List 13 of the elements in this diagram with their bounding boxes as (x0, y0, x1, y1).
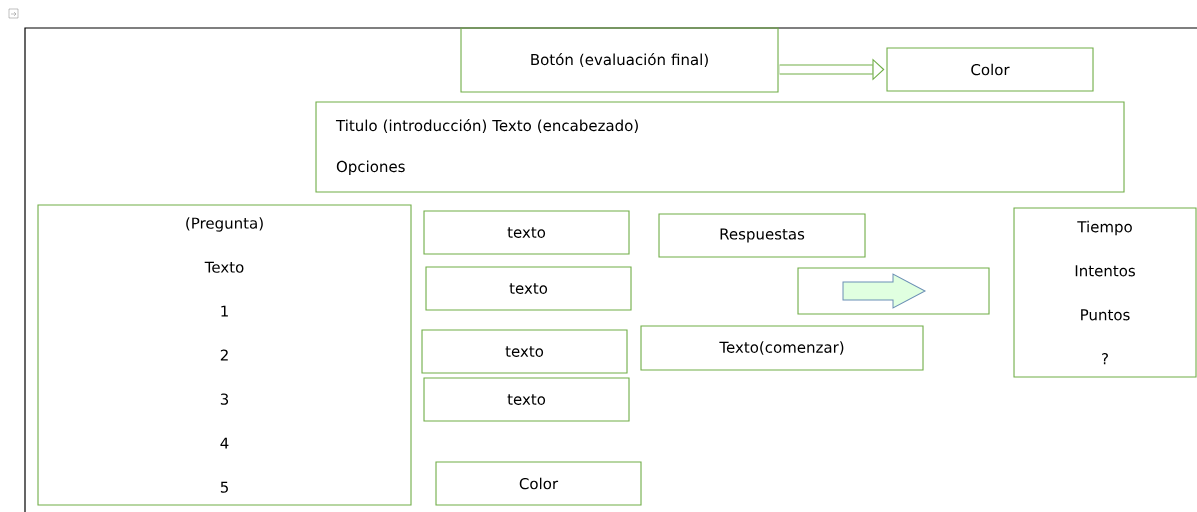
text-box: Respuestas (658, 213, 866, 258)
text-box: Botón (evaluación final) (460, 27, 779, 93)
list-box: Tiempo Intentos Puntos ? (1013, 207, 1197, 378)
text-box: texto (421, 329, 628, 374)
empty-box (797, 267, 990, 315)
text-box: texto (423, 210, 630, 255)
text-box: Color (886, 47, 1094, 92)
text-box: Texto(comenzar) (640, 325, 924, 371)
text-box: texto (423, 377, 630, 422)
list-box: (Pregunta) Texto 1 2 3 4 5 (37, 204, 412, 506)
list-box: Titulo (introducción) Texto (encabezado) Opciones (315, 101, 1125, 193)
text-box: Color (435, 461, 642, 506)
text-box: texto (425, 266, 632, 311)
